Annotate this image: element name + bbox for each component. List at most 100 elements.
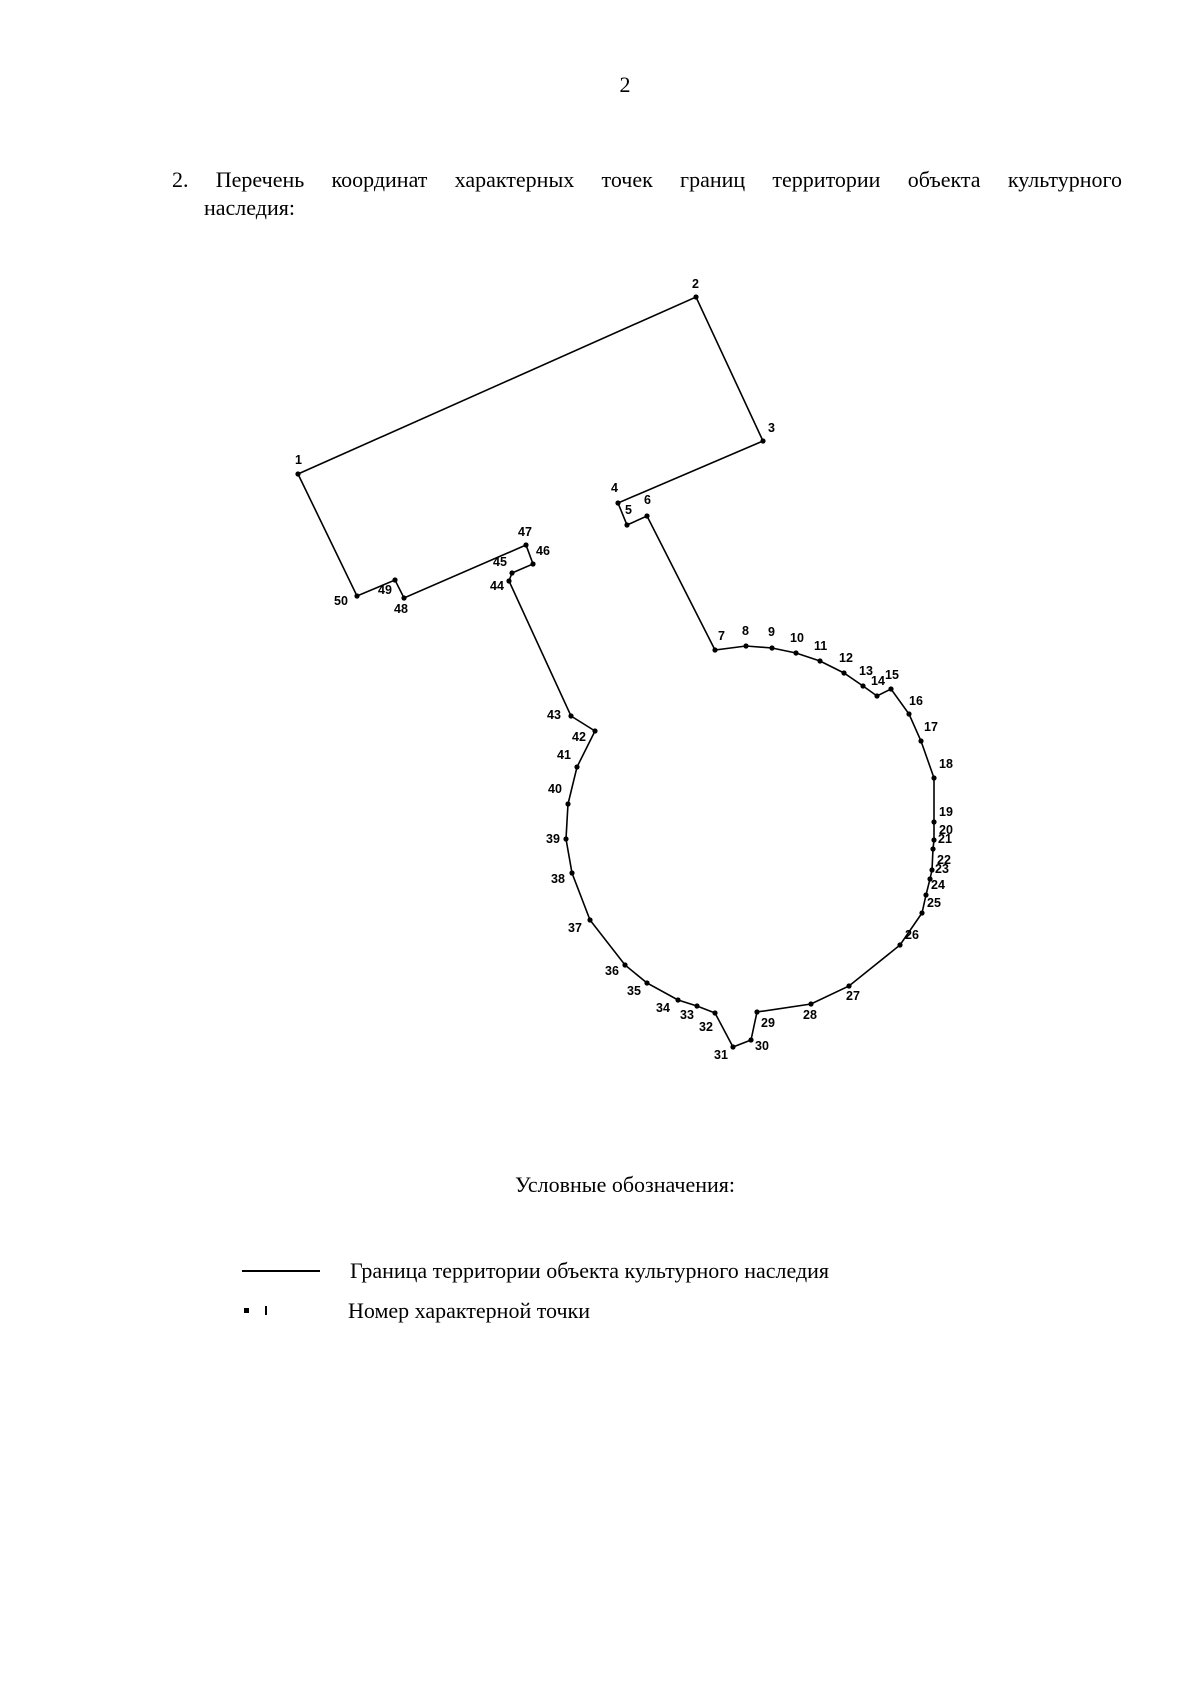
characteristic-point-29 bbox=[754, 1009, 760, 1015]
characteristic-point-19 bbox=[931, 819, 937, 825]
characteristic-point-7 bbox=[712, 647, 718, 653]
characteristic-point-34 bbox=[675, 997, 681, 1003]
point-label-6: 6 bbox=[644, 493, 651, 507]
point-label-18: 18 bbox=[939, 757, 953, 771]
characteristic-point-11 bbox=[817, 658, 823, 664]
characteristic-point-2 bbox=[693, 294, 699, 300]
characteristic-point-9 bbox=[769, 645, 775, 651]
point-label-41: 41 bbox=[557, 748, 571, 762]
heading-line-1: 2. Перечень координат характерных точек … bbox=[172, 166, 1122, 194]
characteristic-point-24 bbox=[923, 892, 929, 898]
characteristic-point-46 bbox=[530, 561, 536, 567]
heading-word: Перечень bbox=[215, 167, 305, 192]
characteristic-point-38 bbox=[569, 870, 575, 876]
characteristic-point-26 bbox=[897, 942, 903, 948]
point-label-33: 33 bbox=[680, 1008, 694, 1022]
point-label-17: 17 bbox=[924, 720, 938, 734]
legend-title: Условные обозначения: bbox=[514, 1172, 736, 1197]
point-label-2: 2 bbox=[692, 277, 699, 291]
characteristic-point-10 bbox=[793, 650, 799, 656]
characteristic-point-45 bbox=[509, 570, 515, 576]
point-label-4: 4 bbox=[611, 481, 618, 495]
point-label-46: 46 bbox=[536, 544, 550, 558]
point-label-10: 10 bbox=[790, 631, 804, 645]
boundary-line bbox=[296, 295, 935, 1049]
point-label-27: 27 bbox=[846, 989, 860, 1003]
point-label-49: 49 bbox=[378, 583, 392, 597]
point-label-42: 42 bbox=[572, 730, 586, 744]
point-label-34: 34 bbox=[656, 1001, 670, 1015]
heading-word: характерных bbox=[454, 167, 575, 192]
characteristic-point-12 bbox=[841, 670, 847, 676]
point-label-22: 22 bbox=[937, 853, 951, 867]
legend-row-boundary: Граница территории объекта культурного н… bbox=[240, 1258, 829, 1284]
characteristic-point-21 bbox=[930, 846, 936, 852]
point-label-14: 14 bbox=[871, 674, 885, 688]
point-label-31: 31 bbox=[714, 1048, 728, 1062]
point-label-48: 48 bbox=[394, 602, 408, 616]
point-label-13: 13 bbox=[859, 664, 873, 678]
characteristic-point-27 bbox=[846, 983, 852, 989]
characteristic-point-33 bbox=[694, 1003, 700, 1009]
characteristic-point-1 bbox=[295, 471, 301, 477]
characteristic-point-41 bbox=[574, 764, 580, 770]
characteristic-point-39 bbox=[563, 836, 569, 842]
heading-word: объекта bbox=[907, 167, 981, 192]
characteristic-point-43 bbox=[568, 713, 574, 719]
characteristic-point-13 bbox=[860, 683, 866, 689]
characteristic-point-37 bbox=[587, 917, 593, 923]
point-label-12: 12 bbox=[839, 651, 853, 665]
point-label-7: 7 bbox=[718, 629, 725, 643]
point-label-3: 3 bbox=[768, 421, 775, 435]
characteristic-point-30 bbox=[748, 1037, 754, 1043]
point-label-25: 25 bbox=[927, 896, 941, 910]
characteristic-point-4 bbox=[615, 500, 621, 506]
point-label-16: 16 bbox=[909, 694, 923, 708]
point-label-15: 15 bbox=[885, 668, 899, 682]
heading-word: территории bbox=[772, 167, 881, 192]
characteristic-point-48 bbox=[401, 595, 407, 601]
point-label-29: 29 bbox=[761, 1016, 775, 1030]
characteristic-point-15 bbox=[888, 686, 894, 692]
characteristic-point-31 bbox=[730, 1044, 736, 1050]
legend-boundary-label: Граница территории объекта культурного н… bbox=[350, 1258, 830, 1283]
point-label-30: 30 bbox=[755, 1039, 769, 1053]
point-label-44: 44 bbox=[490, 579, 504, 593]
characteristic-point-6 bbox=[644, 513, 650, 519]
point-label-19: 19 bbox=[939, 805, 953, 819]
characteristic-point-22 bbox=[929, 867, 935, 873]
point-label-21: 21 bbox=[938, 832, 952, 846]
point-label-35: 35 bbox=[627, 984, 641, 998]
legend-point-symbol bbox=[240, 1304, 338, 1318]
characteristic-point-8 bbox=[743, 643, 749, 649]
heading-word: 2. bbox=[172, 167, 189, 192]
point-label-40: 40 bbox=[548, 782, 562, 796]
characteristic-point-36 bbox=[622, 962, 628, 968]
heading-word: культурного bbox=[1007, 167, 1122, 192]
point-label-24: 24 bbox=[931, 878, 945, 892]
characteristic-point-14 bbox=[874, 693, 880, 699]
point-label-23: 23 bbox=[935, 862, 949, 876]
point-label-9: 9 bbox=[768, 625, 775, 639]
characteristic-point-18 bbox=[931, 775, 937, 781]
point-label-8: 8 bbox=[742, 624, 749, 638]
characteristic-point-47 bbox=[523, 542, 529, 548]
point-label-11: 11 bbox=[814, 639, 827, 653]
point-label-32: 32 bbox=[699, 1020, 713, 1034]
point-label-37: 37 bbox=[568, 921, 582, 935]
legend-point-label: Номер характерной точки bbox=[348, 1298, 590, 1323]
point-label-28: 28 bbox=[803, 1008, 817, 1022]
characteristic-point-16 bbox=[906, 711, 912, 717]
characteristic-point-23 bbox=[927, 876, 933, 882]
page-number: 2 bbox=[619, 72, 631, 97]
characteristic-point-20 bbox=[931, 837, 937, 843]
characteristic-point-5 bbox=[624, 522, 630, 528]
characteristic-point-17 bbox=[918, 738, 924, 744]
point-label-50: 50 bbox=[334, 594, 348, 608]
point-label-5: 5 bbox=[625, 503, 632, 517]
heading-word: точек bbox=[601, 167, 653, 192]
characteristic-point-32 bbox=[712, 1010, 718, 1016]
characteristic-point-28 bbox=[808, 1001, 814, 1007]
